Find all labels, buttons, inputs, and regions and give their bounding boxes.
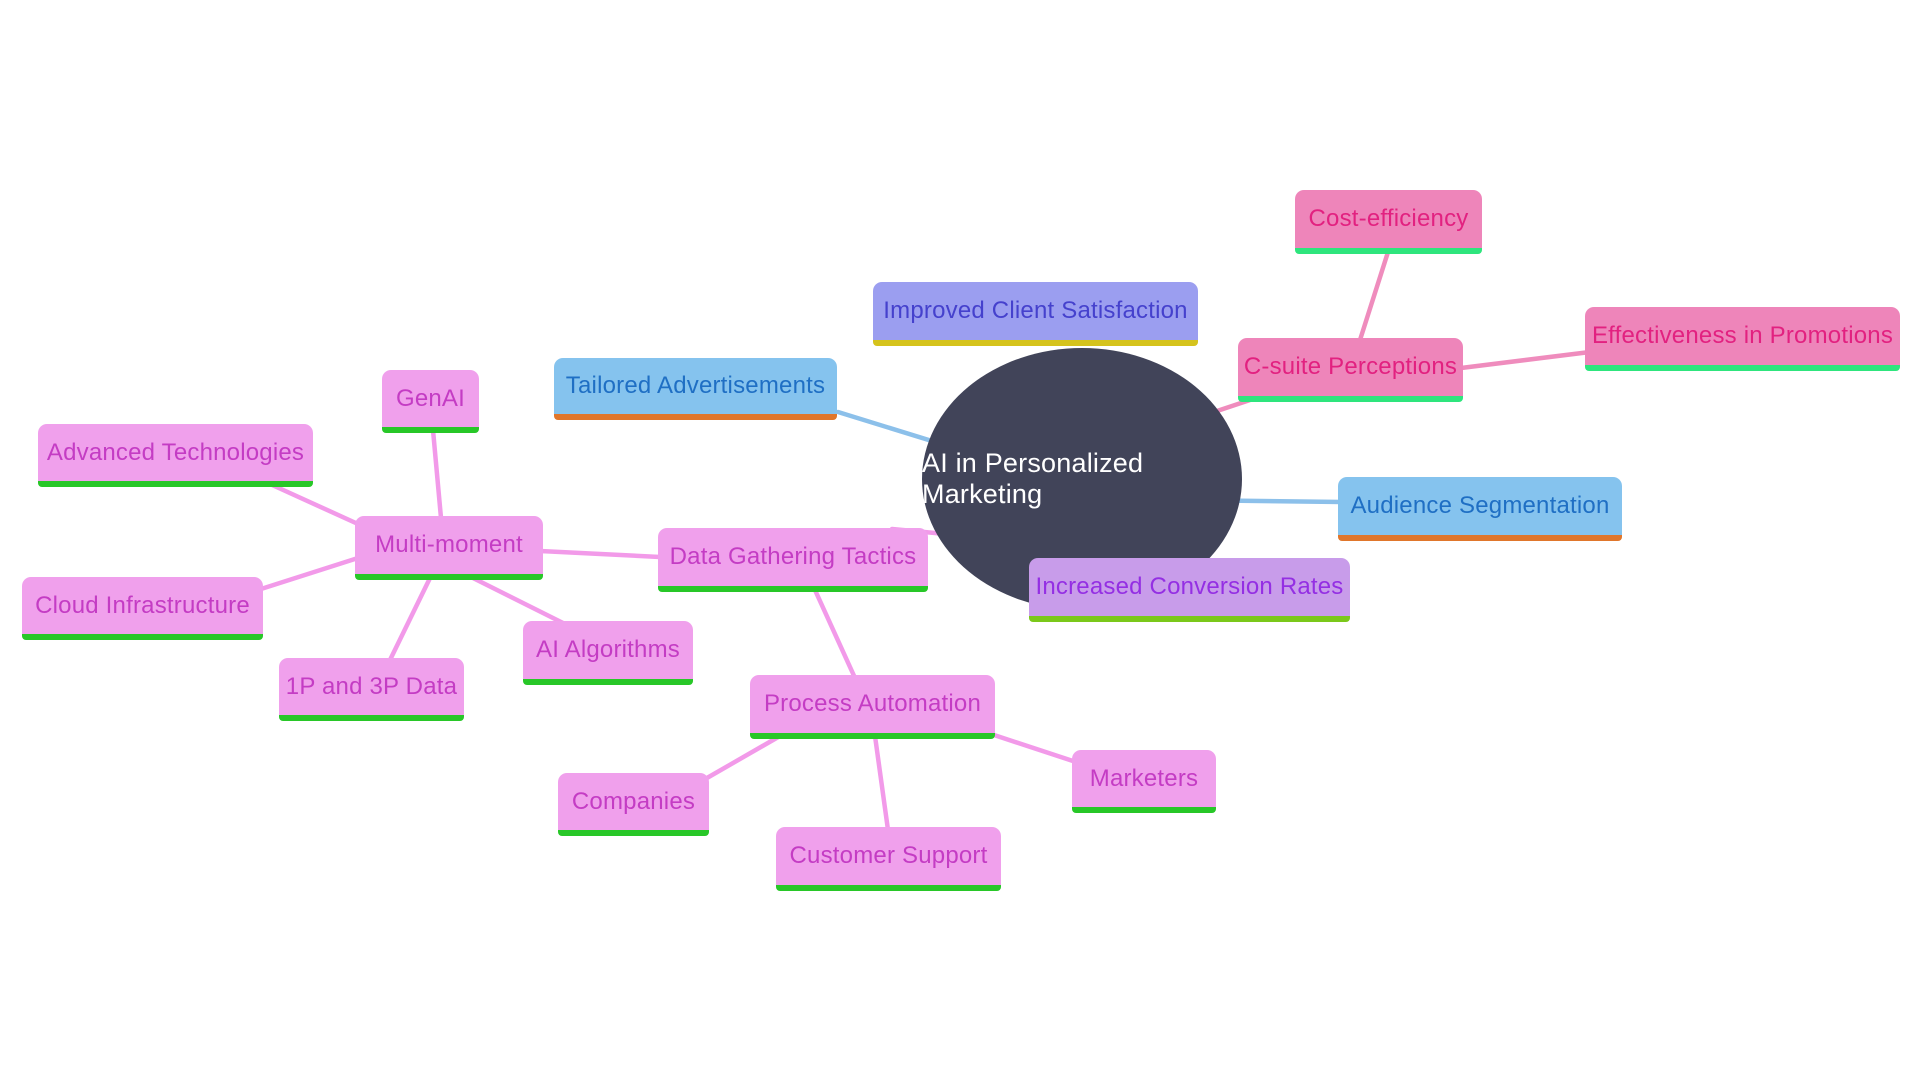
node-label: Effectiveness in Promotions bbox=[1591, 322, 1894, 349]
node-marketers[interactable]: Marketers bbox=[1072, 750, 1216, 813]
connector-c-suite-perceptions-to-effectiveness-in-promotions bbox=[1458, 349, 1593, 371]
node-label: C-suite Perceptions bbox=[1243, 353, 1458, 380]
central-node-label: AI in Personalized Marketing bbox=[922, 448, 1144, 509]
node-increased-conversion-rates[interactable]: Increased Conversion Rates bbox=[1029, 558, 1350, 622]
node-label: Cloud Infrastructure bbox=[35, 591, 250, 619]
node-cloud-infrastructure[interactable]: Cloud Infrastructure bbox=[22, 577, 263, 640]
node-label: Improved Client Satisfaction bbox=[883, 297, 1188, 324]
node-process-automation[interactable]: Process Automation bbox=[750, 675, 995, 739]
node-effectiveness-in-promotions[interactable]: Effectiveness in Promotions bbox=[1585, 307, 1900, 371]
node-1p-and-3p-data[interactable]: 1P and 3P Data bbox=[279, 658, 464, 721]
node-advanced-technologies[interactable]: Advanced Technologies bbox=[38, 424, 313, 487]
node-cost-efficiency[interactable]: Cost-efficiency bbox=[1295, 190, 1482, 254]
node-label: Customer Support bbox=[789, 842, 988, 869]
connector-data-gathering-tactics-to-multi-moment bbox=[537, 548, 663, 560]
node-customer-support[interactable]: Customer Support bbox=[776, 827, 1001, 891]
node-companies[interactable]: Companies bbox=[558, 773, 709, 836]
node-label: Audience Segmentation bbox=[1350, 492, 1610, 519]
node-multi-moment[interactable]: Multi-moment bbox=[355, 516, 543, 580]
node-improved-client-satisfaction[interactable]: Improved Client Satisfaction bbox=[873, 282, 1198, 346]
node-ai-algorithms[interactable]: AI Algorithms bbox=[523, 621, 693, 685]
connector-data-gathering-tactics-to-process-automation bbox=[812, 587, 858, 681]
node-tailored-advertisements[interactable]: Tailored Advertisements bbox=[554, 358, 837, 420]
connector-process-automation-to-companies bbox=[697, 733, 783, 785]
node-label: Increased Conversion Rates bbox=[1035, 573, 1344, 600]
node-label: Tailored Advertisements bbox=[565, 372, 826, 399]
node-label: AI Algorithms bbox=[536, 636, 680, 663]
node-label: Advanced Technologies bbox=[46, 438, 305, 466]
node-label: Cost-efficiency bbox=[1308, 205, 1469, 232]
node-data-gathering-tactics[interactable]: Data Gathering Tactics bbox=[658, 528, 928, 592]
connector-multi-moment-to-1p-and-3p-data bbox=[387, 575, 433, 663]
connector-multi-moment-to-cloud-infrastructure bbox=[258, 555, 361, 592]
node-genai[interactable]: GenAI bbox=[382, 370, 479, 433]
connector-multi-moment-to-advanced-technologies bbox=[267, 481, 361, 527]
connector-c-suite-perceptions-to-cost-efficiency bbox=[1357, 249, 1391, 343]
node-label: Multi-moment bbox=[375, 531, 523, 558]
node-label: 1P and 3P Data bbox=[285, 672, 458, 700]
node-c-suite-perceptions[interactable]: C-suite Perceptions bbox=[1238, 338, 1463, 402]
node-label: GenAI bbox=[395, 384, 466, 412]
connector-process-automation-to-customer-support bbox=[872, 733, 891, 833]
node-audience-segmentation[interactable]: Audience Segmentation bbox=[1338, 477, 1622, 541]
node-label: Marketers bbox=[1089, 764, 1199, 792]
connector-process-automation-to-marketers bbox=[991, 732, 1079, 765]
connector-multi-moment-to-genai bbox=[430, 427, 444, 521]
node-label: Data Gathering Tactics bbox=[669, 543, 917, 570]
node-label: Companies bbox=[571, 787, 696, 815]
connector-multi-moment-to-ai-algorithms bbox=[470, 575, 568, 627]
node-label: Process Automation bbox=[763, 690, 982, 717]
